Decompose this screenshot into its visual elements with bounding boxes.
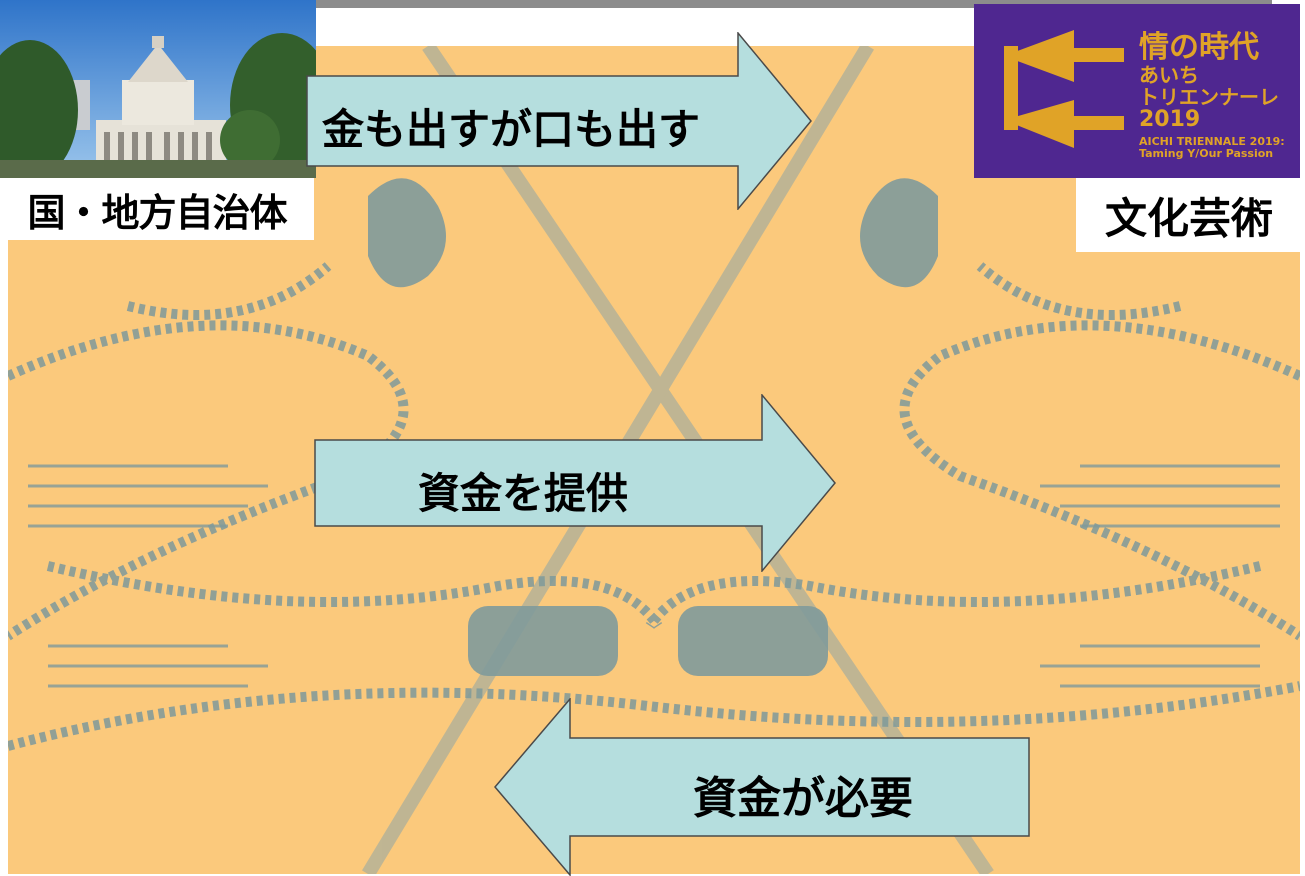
diet-building-photo (0, 0, 316, 178)
arrow-right-middle: 資金を提供 (314, 394, 836, 572)
top-bar (32, 0, 1272, 8)
arrow-top-label: 金も出すが口も出す (322, 105, 701, 154)
logo-line-1: あいち (1139, 63, 1199, 87)
arrow-left-bottom: 資金が必要 (494, 698, 1030, 876)
arrow-middle-label: 資金を提供 (417, 469, 628, 518)
background-pattern-art (8, 46, 1300, 874)
arrow-right-top: 金も出すが口も出す (306, 32, 812, 210)
logo-english-1: AICHI TRIENNALE 2019: (1139, 135, 1285, 148)
logo-english-2: Taming Y/Our Passion (1139, 147, 1274, 160)
government-label: 国・地方自治体 (0, 178, 314, 240)
left-arrow-icon (494, 698, 1030, 876)
arts-label: 文化芸術 (1076, 178, 1302, 252)
logo-line-2: トリエンナーレ (1139, 85, 1279, 109)
logo-year: 2019 (1139, 107, 1201, 132)
aichi-triennale-logo: 情の時代 あいち トリエンナーレ 2019 AICHI TRIENNALE 20… (974, 4, 1300, 178)
right-arrow-icon (314, 394, 836, 572)
triennale-mark-icon (1004, 30, 1124, 148)
logo-title: 情の時代 (1139, 30, 1259, 65)
arrow-bottom-label: 資金が必要 (693, 773, 913, 824)
right-arrow-icon (306, 32, 812, 210)
